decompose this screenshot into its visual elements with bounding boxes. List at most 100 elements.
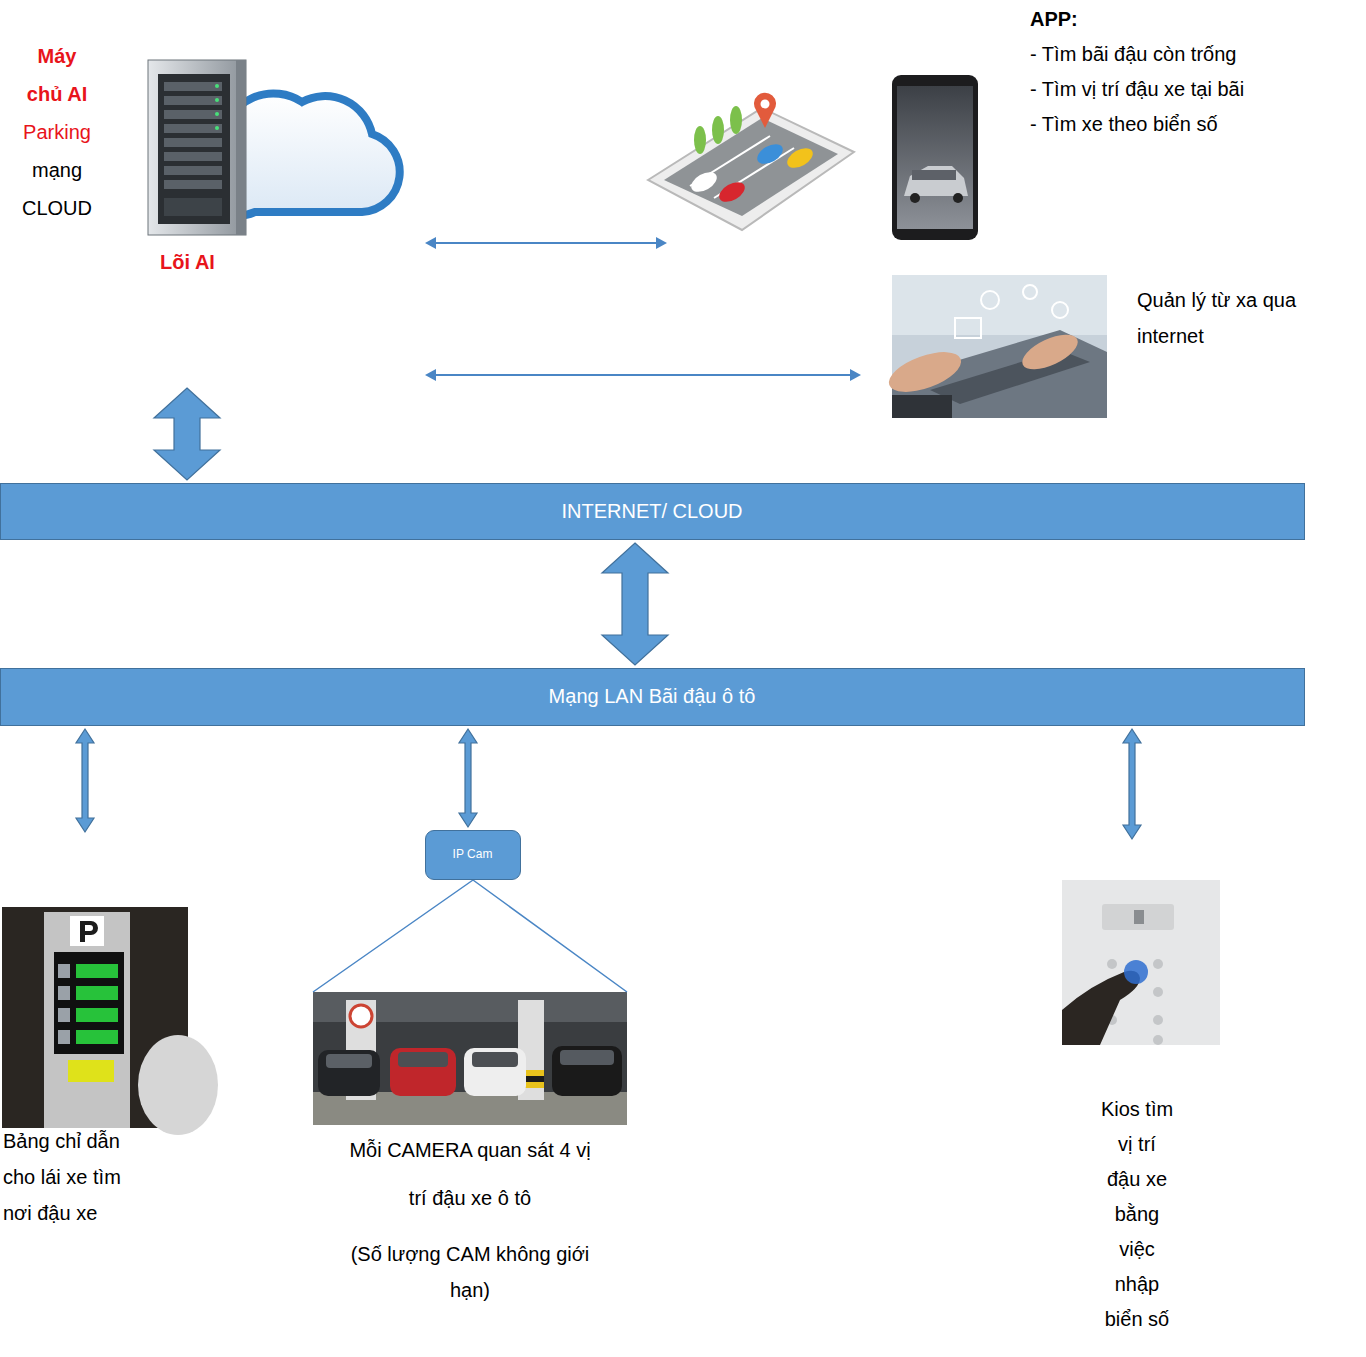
phone-icon-part [904,166,968,196]
parking-camera-photo-part [313,992,627,1125]
text-group: (Số lượng CAM không giới hạn) [345,1236,595,1308]
parking-camera-photo-part [560,1050,614,1065]
node-label: Mạng LAN Bãi đậu ô tô [1,669,1303,724]
tablet-map-icon-part [754,140,786,168]
laptop-photo-part [1052,302,1068,318]
parking-camera-photo-part [390,1048,456,1096]
server-icon-part [164,82,222,91]
parking-camera-photo [313,992,627,1125]
kiosk-keypad-photo-part [1134,910,1144,924]
tablet-map-icon-part [664,118,838,216]
laptop-photo-part [892,275,1107,335]
guidance-board-photo-part [76,964,118,978]
connector [76,729,94,832]
guidance-board-photo-part [54,952,124,1054]
tablet-map-icon-part [761,100,770,109]
node-label: Bảng chỉ dẫn cho lái xe tìm nơi đậu xe [3,1123,143,1231]
node-label: Mỗi CAMERA quan sát 4 vị trí đậu xe ô tô [345,1126,595,1222]
app-node: APP:- Tìm bãi đậu còn trống- Tìm vị trí … [668,8,1358,248]
connector-line [435,242,657,244]
parking-camera-photo-part [398,1052,448,1067]
guidance-board-photo-part [76,1008,118,1022]
guidance-board-photo-part [80,921,98,942]
text-group: IP Cam [426,831,519,878]
laptop-photo-part [981,291,999,309]
phone-icon-part [953,193,963,203]
laptop-photo-part [1017,328,1082,377]
tablet-map-icon-part [716,178,748,206]
block-arrow [602,543,668,665]
node-label: Kios tìm vị trí đậu xe bằng việc nhập bi… [1100,1092,1174,1337]
network-band: INTERNET/ CLOUD [0,483,1305,540]
kiosk-keypad-photo [1062,880,1220,1045]
text-group: Kios tìm vị trí đậu xe bằng việc nhập bi… [1100,1092,1174,1337]
laptop-photo-part [955,318,981,338]
network-band: Mạng LAN Bãi đậu ô tô [0,668,1305,726]
text-group: Lõi AI [140,247,235,277]
guidance-board-photo-part [76,1030,118,1044]
connector [459,729,477,827]
server-icon-part [164,166,222,175]
kiosk-keypad-photo-part [1153,987,1163,997]
connector [1123,729,1141,839]
server-icon-part [215,84,219,88]
server-icon-part [164,138,222,147]
server-icon-part [158,74,230,224]
kiosk-keypad-photo-part [1102,904,1174,930]
text-group: Máy chủ AIParkingmạng CLOUD [18,37,96,227]
server-icon-part [164,180,222,189]
guidance-board-photo-part [70,916,104,946]
guidance-board-photo-part [58,1008,70,1022]
node-label: - Tìm vị trí đậu xe tại bãi [1030,72,1355,107]
guidance-board-photo-part [138,1035,218,1135]
kiosk-node: Kios tìm vị trí đậu xe bằng việc nhập bi… [1050,842,1230,1352]
camera-box: IP Cam [425,830,521,880]
parking-camera-photo-part [318,1050,380,1096]
node-label: Lõi AI [140,247,235,277]
server-icon-part [164,110,222,119]
laptop-photo [884,275,1107,418]
arrowhead [425,237,436,249]
node-label: Máy chủ AI [18,37,96,113]
kiosk-keypad-photo-part [1107,959,1117,969]
node-label: Parking [18,113,96,151]
connector [154,388,220,480]
phone-icon-part [912,170,956,180]
tablet-map-icon-part [730,106,742,134]
connector-line [435,374,851,376]
server-icon-part [236,60,246,235]
parking-camera-photo-part [326,1054,372,1068]
node-label: - Tìm bãi đậu còn trống [1030,37,1355,72]
text-group: Quản lý từ xa qua internet [1137,282,1337,354]
camera-view-node: Mỗi CAMERA quan sát 4 vị trí đậu xe ô tô… [300,990,640,1310]
parking-camera-photo-part [472,1052,518,1067]
node-label: (Số lượng CAM không giới hạn) [345,1236,595,1308]
tablet-map-icon [648,93,854,230]
remote-management-node: Quản lý từ xa qua internet [862,268,1357,423]
kiosk-keypad-photo-part [1062,880,1220,1045]
parking-camera-photo-part [552,1046,622,1096]
parking-camera-photo-part [464,1048,526,1096]
server-icon-part [164,198,222,216]
guidance-board-photo-part [76,986,118,1000]
phone-icon [892,75,978,240]
block-arrow [76,729,94,832]
guidance-board-photo [2,907,218,1135]
kiosk-keypad-photo-part [1124,960,1148,984]
connector [313,880,627,992]
guidance-board-photo-part [68,1060,114,1082]
node-label: INTERNET/ CLOUD [1,484,1303,538]
server-icon-part [215,126,219,130]
guidance-board-photo-part [58,1030,70,1044]
node-label: - Tìm xe theo biển số [1030,107,1355,142]
text-group: APP:- Tìm bãi đậu còn trống- Tìm vị trí … [1030,2,1355,142]
kiosk-keypad-photo-part [1153,1035,1163,1045]
text-group: INTERNET/ CLOUD [1,484,1303,538]
connector [602,543,668,665]
parking-camera-photo-part [350,1005,372,1027]
tablet-map-icon-part [784,144,816,172]
tablet-map-icon-part [648,108,854,230]
kiosk-keypad-photo-part [1153,959,1163,969]
arrowhead [425,369,436,381]
